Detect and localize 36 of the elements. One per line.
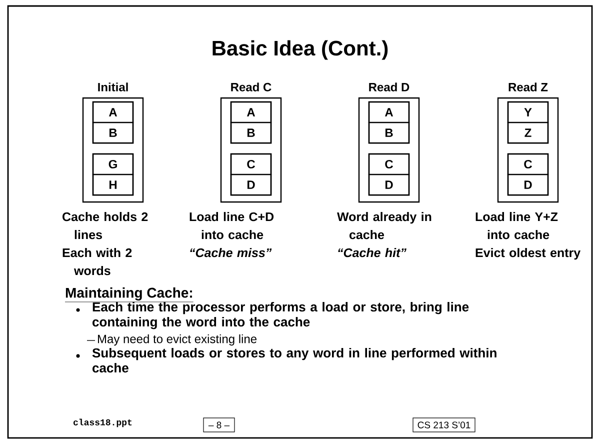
word-cell: G [92,153,134,176]
node-label: Evict oldest entry [476,248,580,260]
word-cell: C [368,153,410,176]
sub-bullet-text: May need to evict existing line [98,334,257,346]
page-box: – 8 – [203,418,235,432]
word-cell: A [368,101,410,124]
node-label: “Cache hit” [338,248,406,258]
word-cell: H [92,174,134,196]
bullet-text: Subsequent loads or stores to any word in line performed within cache [92,348,496,373]
node-label: Load line C+D into cache [190,212,274,240]
word-cell: C [507,153,549,176]
word-cell: B [230,122,272,144]
box-heading: Read Z [508,82,548,92]
word-cell: C [230,153,272,176]
node-label: Cache holds 2 lines [62,212,148,240]
word-cell: Y [507,101,549,124]
word-cell: D [507,174,549,196]
bullet-text: Each time the processor performs a load or store, bring line containing the word into the cache [92,302,469,330]
box-heading: Read C [231,82,272,92]
word-cell: B [368,122,410,144]
word-cell: A [230,101,272,124]
box-heading: Read D [369,82,410,92]
slide-title: Basic Idea (Cont.) [212,40,388,60]
word-cell: D [230,174,272,196]
word-cell: A [92,101,134,124]
file-name: class18.ppt [74,418,132,428]
node-label: Each with 2 words [62,248,132,276]
word-cell: B [92,122,134,144]
section-heading: Maintaining Cache: [64,287,194,302]
word-cell: D [368,174,410,196]
box-heading: Initial [98,82,128,92]
node-label: Load line Y+Z into cache [476,212,558,240]
node-label: “Cache miss” [190,248,272,258]
node-label: Word already in cache [337,212,432,240]
word-cell: Z [507,122,549,144]
page-box: CS 213 S’01 [412,418,476,432]
